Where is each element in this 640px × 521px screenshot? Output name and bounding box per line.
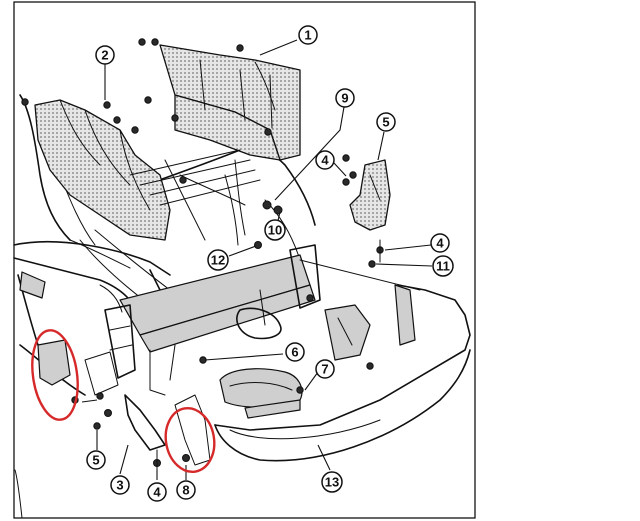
callout-label: 4 xyxy=(436,236,444,251)
bolt-icon xyxy=(151,38,159,46)
side-trim-panel xyxy=(34,99,171,241)
bolt-icon xyxy=(131,126,139,134)
highlight-left-bracket xyxy=(31,329,79,421)
bolt-icon xyxy=(262,200,272,210)
callout: 4 xyxy=(430,233,450,253)
callout: 7 xyxy=(315,359,335,379)
callout-label: 12 xyxy=(211,253,225,268)
bolt-icon xyxy=(236,44,244,52)
callout-label: 3 xyxy=(116,478,123,493)
callout: 9 xyxy=(335,88,355,108)
callout-label: 1 xyxy=(304,28,311,43)
callout: 11 xyxy=(432,255,454,277)
bolt-icon xyxy=(342,178,350,186)
bolt-icon xyxy=(273,205,283,215)
bolt-icon xyxy=(366,362,374,370)
callout: 12 xyxy=(207,249,229,271)
bolt-icon xyxy=(368,260,376,268)
bolt-icon xyxy=(179,176,187,184)
reflector xyxy=(324,304,371,361)
callout: 2 xyxy=(95,45,115,65)
callout-label: 4 xyxy=(153,485,161,500)
bolt-icon xyxy=(296,386,304,394)
leader-lines xyxy=(81,39,433,480)
bolt-icon xyxy=(171,114,179,122)
callout: 4 xyxy=(315,150,335,170)
callout-label: 10 xyxy=(268,223,282,238)
trunk-floor xyxy=(129,149,261,206)
rear-panel xyxy=(84,244,321,396)
diagram-frame xyxy=(13,1,476,519)
bolt-icon xyxy=(264,128,272,136)
trunk-liner xyxy=(159,44,301,161)
callout-label: 6 xyxy=(291,345,298,360)
callout-label: 8 xyxy=(182,483,189,498)
bumper-brackets xyxy=(37,339,211,466)
bolt-icon xyxy=(103,101,111,109)
callout: 4 xyxy=(147,482,167,502)
callout-label: 7 xyxy=(321,362,328,377)
callout: 10 xyxy=(264,219,286,241)
bolt-icon xyxy=(138,38,146,46)
bolt-icon xyxy=(104,409,112,417)
callout-label: 5 xyxy=(382,115,389,130)
callout-label: 11 xyxy=(436,259,450,274)
callout-label: 2 xyxy=(101,48,108,63)
lower-trim xyxy=(244,399,301,419)
highlight-lower-bracket xyxy=(164,407,216,473)
callout: 5 xyxy=(376,112,396,132)
bolt-icon xyxy=(96,392,104,400)
callout: 13 xyxy=(321,471,343,493)
bolt-icon xyxy=(342,154,350,162)
callout: 1 xyxy=(298,25,318,45)
callout-label: 13 xyxy=(325,475,339,490)
bumper-cover xyxy=(214,259,471,462)
bolt-icon xyxy=(182,454,190,462)
bolt-icon xyxy=(113,116,121,124)
side-bracket xyxy=(349,159,391,231)
callout: 5 xyxy=(86,450,106,470)
callout-label: 5 xyxy=(92,453,99,468)
callout-label: 9 xyxy=(341,91,348,106)
bolt-icon xyxy=(254,241,262,249)
callout: 3 xyxy=(110,475,130,495)
bolt-icon xyxy=(306,294,314,302)
callout: 8 xyxy=(176,480,196,500)
callout-label: 4 xyxy=(321,153,329,168)
bolt-icon xyxy=(21,98,29,106)
bolt-icon xyxy=(144,96,152,104)
bolt-icon xyxy=(349,171,357,179)
callout: 6 xyxy=(285,342,305,362)
fasteners xyxy=(21,38,384,479)
bolt-icon xyxy=(93,422,101,430)
